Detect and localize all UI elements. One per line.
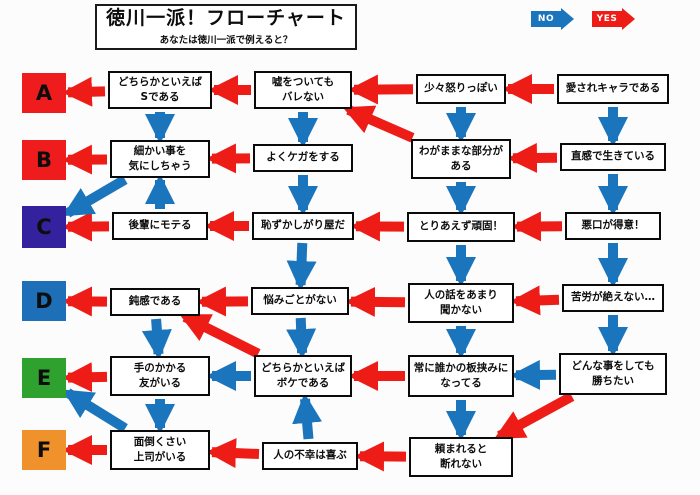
flow-node-r4c2: 悩みごとがない [251,287,349,315]
result-box-B: B [22,140,66,180]
flow-node-r5c2: どちらかといえば ボケである [254,355,352,397]
flow-arrow-no-r6c2-r5c2 [292,393,323,440]
page-title: 徳川一派！フローチャート [106,7,346,30]
flow-node-r2c2: よくケガをする [253,144,353,172]
flow-arrow-yes-r5c1-E [62,362,108,393]
flow-arrow-no-r2c1-C [62,175,128,218]
title-box: 徳川一派！フローチャート あなたは徳川一派で例えると？ [95,4,357,50]
flow-node-r2c3: わがままな部分が ある [411,139,511,179]
flow-node-r2c1: 細かい事を 気にしちゃう [110,140,210,178]
flow-arrow-no-r5c4-r5c3 [510,359,557,390]
flow-arrow-yes-r4c4-r4c3 [510,285,560,316]
flow-arrow-yes-r1c1-A [62,76,106,107]
flow-arrow-no-r3c2-r4c2 [286,242,317,291]
flow-node-r6c2: 人の不幸は喜ぶ [262,442,358,470]
flow-arrow-yes-r4c3-r4c2 [345,286,406,317]
flow-node-r5c4: どんな事をしても 勝ちたい [559,353,667,395]
flow-arrow-yes-r2c3-r1c2 [342,105,415,143]
flow-node-r5c3: 常に誰かの板挟みに なってる [408,355,514,397]
flow-node-r6c1: 面倒くさい 上司がいる [110,430,210,470]
flow-node-r1c2: 嘘をついても バレない [254,71,352,109]
flow-arrow-no-r4c2-r5c2 [286,317,317,359]
flow-node-r3c1: 後輩にモテる [112,212,208,240]
flow-node-r4c1: 鈍感である [110,288,200,316]
arrow-head-icon [622,8,635,30]
page-subtitle: あなたは徳川一派で例えると？ [159,34,293,46]
flow-arrow-no-r6c1-E [62,388,128,433]
result-box-E: E [22,358,66,398]
legend-no-arrow: NO [531,8,574,30]
flow-arrow-yes-r2c4-r2c3 [507,142,558,173]
arrow-head-icon [561,8,574,30]
legend-yes-label: YES [592,11,622,27]
flow-arrow-yes-r6c2-r6c1 [206,438,260,469]
flow-node-r1c1: どちらかといえば Sである [108,71,212,109]
flow-node-r4c3: 人の話をあまり 聞かない [408,283,514,323]
flow-node-r1c3: 少々怒りっぽい [416,74,506,104]
flow-node-r6c3: 頼まれると 断れない [409,437,513,477]
flow-arrow-no-r4c1-r5c1 [141,318,172,360]
flow-node-r1c4: 愛されキャラである [557,74,669,104]
flow-arrow-yes-r5c4-r6c3 [494,392,575,441]
result-box-C: C [22,206,66,248]
flow-node-r2c4: 直感で生きている [560,143,666,171]
legend-no-label: NO [531,11,561,27]
flow-arrow-yes-r5c2-r4c1 [179,312,261,359]
flow-node-r3c4: 悪口が得意！ [565,212,661,240]
flow-node-r3c2: 恥ずかしがり屋だ [252,212,354,240]
result-box-D: D [22,281,66,321]
result-box-A: A [22,73,66,113]
flow-node-r5c1: 手のかかる 友がいる [110,356,210,396]
result-box-F: F [22,430,66,470]
flow-node-r4c4: 苦労が絶えない… [562,284,664,312]
flow-node-r3c3: とりあえず頑固！ [407,212,515,242]
legend-yes-arrow: YES [592,8,635,30]
